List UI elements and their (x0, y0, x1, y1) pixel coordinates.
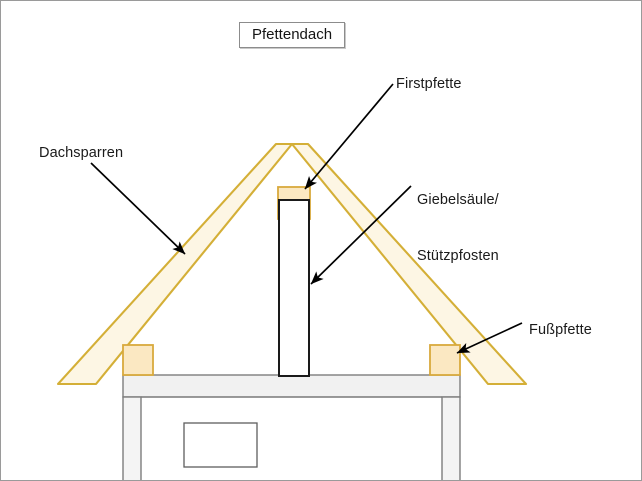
window-opening (183, 422, 258, 468)
leader-arrow-fusspfette (456, 322, 523, 354)
rafter-left (56, 142, 294, 386)
giebelsaeule-post (278, 199, 310, 377)
label-giebelsaeule: Giebelsäule/ Stützpfosten (417, 154, 499, 302)
leader-arrow-giebelsaeule (310, 185, 412, 285)
leader-arrow-firstpfette (304, 83, 394, 190)
label-firstpfette: Firstpfette (396, 76, 462, 92)
diagram-title-box: Pfettendach (239, 22, 346, 48)
fusspfette-left (122, 344, 154, 376)
ceiling-slab (122, 374, 461, 398)
label-giebelsaeule-line1: Giebelsäule/ (417, 192, 499, 209)
label-dachsparren: Dachsparren (39, 145, 124, 161)
rafter-right (290, 142, 528, 386)
wall-left (122, 396, 142, 480)
label-fusspfette: Fußpfette (529, 322, 592, 338)
leader-arrow-dachsparren (90, 162, 186, 255)
fusspfette-right (429, 344, 461, 376)
label-giebelsaeule-line2: Stützpfosten (417, 247, 499, 264)
wall-right (441, 396, 461, 480)
